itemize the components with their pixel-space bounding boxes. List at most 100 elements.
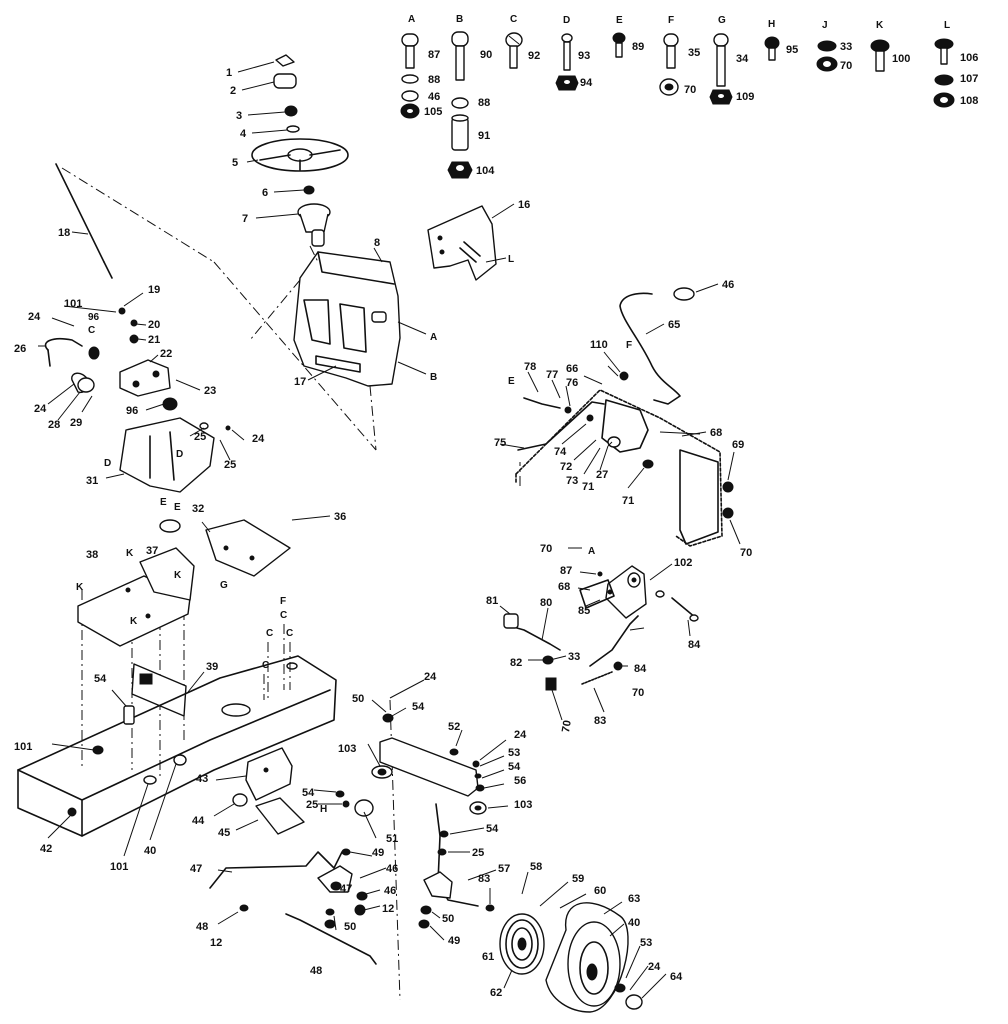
callout-4: 4 bbox=[240, 128, 247, 140]
tire-30-icon bbox=[545, 902, 629, 1013]
spindle-47-icon bbox=[317, 865, 353, 893]
callout-70a: 69 bbox=[732, 439, 744, 451]
callout-61: 61 bbox=[482, 951, 494, 963]
bolt-87-icon bbox=[401, 33, 419, 69]
callout-54c: 54 bbox=[508, 761, 521, 773]
callout-69: 68 bbox=[710, 427, 722, 439]
axle-beam-icon bbox=[379, 737, 479, 797]
callout-54b: 54 bbox=[412, 701, 425, 713]
callout-23: 23 bbox=[204, 385, 216, 397]
callout-25c: 25 bbox=[306, 799, 318, 811]
lever-assembly: 46 65 110 66 F bbox=[494, 279, 752, 559]
callout-70e: 70 bbox=[560, 719, 574, 733]
hardware-key: A 87 88 46 105 B 90 88 91 bbox=[400, 14, 978, 179]
callout-84a: 85 bbox=[578, 605, 590, 617]
bolt-100-icon bbox=[870, 39, 890, 72]
callout-82: 84 bbox=[634, 663, 647, 675]
hub-62-icon bbox=[499, 913, 545, 975]
spacer-91-icon bbox=[451, 114, 469, 151]
part-89-label: 89 bbox=[632, 41, 644, 53]
label-g1: G bbox=[220, 580, 228, 591]
callout-22: 22 bbox=[160, 348, 172, 360]
callout-20: 20 bbox=[148, 319, 160, 331]
wheel-assembly: 58 59 60 63 40 53 24 64 62 bbox=[490, 861, 683, 1013]
callout-70b: 70 bbox=[740, 547, 752, 559]
spacer-43-icon bbox=[232, 793, 248, 807]
callout-66: 65 bbox=[668, 319, 680, 331]
washer-4-icon bbox=[286, 125, 300, 133]
callout-71b: 71 bbox=[622, 495, 634, 507]
callout-43: 44 bbox=[192, 815, 205, 827]
label-e3: E bbox=[508, 376, 515, 387]
key-letter-g: G bbox=[718, 15, 726, 26]
plate-44-icon bbox=[255, 797, 305, 835]
callout-83: 83 bbox=[478, 873, 490, 885]
callout-3: 3 bbox=[236, 110, 242, 122]
bracket-31-icon bbox=[119, 417, 215, 493]
label-c5: C bbox=[286, 628, 293, 639]
label-e1: E bbox=[160, 497, 167, 508]
lever-82-icon bbox=[589, 615, 639, 667]
callout-33b: 33 bbox=[568, 651, 580, 663]
washer-53c-icon bbox=[614, 983, 626, 993]
callout-54e: 54 bbox=[486, 823, 499, 835]
part-107-label: 107 bbox=[960, 73, 978, 85]
callout-19: 19 bbox=[148, 284, 160, 296]
callout-60: 60 bbox=[594, 885, 606, 897]
washer-6-icon bbox=[303, 185, 315, 195]
label-f1: F bbox=[280, 596, 286, 607]
grommet-37-icon bbox=[159, 519, 181, 533]
callout-83b: 87 bbox=[560, 565, 572, 577]
nut-109-icon bbox=[709, 89, 733, 105]
callout-53b: 53 bbox=[508, 747, 520, 759]
steering-shaft-7-icon bbox=[297, 203, 331, 247]
part-70-label: 70 bbox=[684, 84, 696, 96]
lever-66-icon bbox=[619, 292, 681, 405]
dash-hardware-b: B bbox=[430, 372, 437, 383]
callout-54a: 96 bbox=[126, 405, 138, 417]
bolt-93-icon bbox=[561, 33, 573, 71]
part-106-label: 106 bbox=[960, 52, 978, 64]
callout-64: 64 bbox=[670, 971, 683, 983]
callout-25b: 25 bbox=[224, 459, 236, 471]
callout-57: 57 bbox=[498, 863, 510, 875]
cap-64-icon bbox=[625, 994, 643, 1010]
callout-25a: 25 bbox=[194, 431, 206, 443]
callout-96: 101 bbox=[64, 298, 82, 310]
callout-17: 17 bbox=[294, 376, 306, 388]
callout-76: 76 bbox=[566, 377, 578, 389]
callout-85: 102 bbox=[674, 557, 692, 569]
steering-hub-2-icon bbox=[273, 73, 297, 89]
nut-54-icon bbox=[162, 397, 178, 411]
callout-45: 47 bbox=[190, 863, 202, 875]
callout-42: 43 bbox=[196, 773, 208, 785]
callout-103a: 103 bbox=[514, 799, 532, 811]
label-c3: C bbox=[266, 628, 273, 639]
key-letter-h: H bbox=[768, 19, 775, 30]
callout-87: 110 bbox=[590, 339, 608, 351]
callout-53c: 53 bbox=[640, 937, 652, 949]
callout-56a: 52 bbox=[448, 721, 460, 733]
callout-18: 18 bbox=[58, 227, 70, 239]
label-c1: C bbox=[88, 325, 95, 336]
callout-24d: 24 bbox=[424, 671, 437, 683]
callout-6: 6 bbox=[262, 187, 268, 199]
part-88b-label: 88 bbox=[478, 97, 490, 109]
label-96b: 96 bbox=[88, 312, 100, 323]
callout-40b: 40 bbox=[144, 845, 156, 857]
label-d1: D bbox=[104, 458, 111, 469]
callout-30: 40 bbox=[628, 917, 640, 929]
part-90-label: 90 bbox=[480, 49, 492, 61]
callout-101a: 54 bbox=[94, 673, 107, 685]
callout-101c: 101 bbox=[110, 861, 128, 873]
part-34-label: 34 bbox=[736, 53, 749, 65]
key-letter-e: E bbox=[616, 15, 623, 26]
callout-52: 51 bbox=[386, 833, 398, 845]
callout-54d: 54 bbox=[302, 787, 315, 799]
callout-78: 78 bbox=[524, 361, 536, 373]
callout-1: 1 bbox=[226, 67, 232, 79]
label-k4: K bbox=[130, 616, 138, 627]
rod-80-icon bbox=[509, 625, 561, 651]
part-70b-label: 70 bbox=[840, 60, 852, 72]
lever-26-icon bbox=[44, 337, 83, 351]
